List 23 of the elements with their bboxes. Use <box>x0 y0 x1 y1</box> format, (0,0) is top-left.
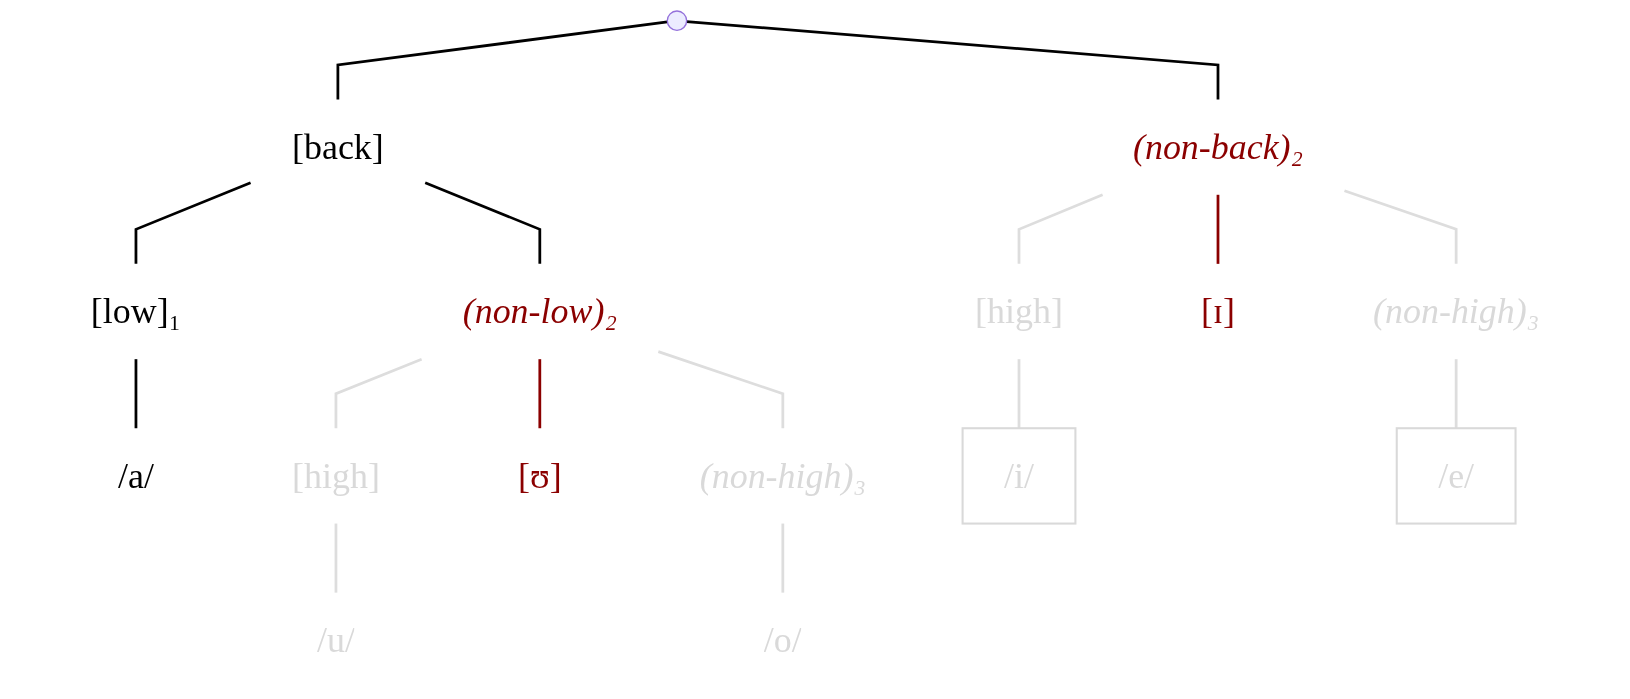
connector <box>336 20 668 100</box>
connector <box>1454 359 1458 429</box>
connector <box>538 359 542 429</box>
node-text: /a/ <box>118 455 154 496</box>
connector <box>334 357 423 429</box>
connector <box>424 181 542 264</box>
connector <box>334 523 338 593</box>
node-text: [ʊ] <box>517 455 562 496</box>
node-point <box>666 10 688 32</box>
node-text: (non-back)₂ <box>1132 127 1304 168</box>
connector <box>781 523 785 593</box>
connector <box>1017 359 1021 429</box>
node-text: [low]₁ <box>90 291 182 332</box>
connector <box>1216 194 1220 264</box>
connector <box>686 20 1220 100</box>
node-text: [back] <box>292 127 384 168</box>
connector <box>1344 189 1458 264</box>
node-text: (non-low)₂ <box>462 291 617 332</box>
connector <box>1017 193 1104 264</box>
connector <box>657 350 785 429</box>
connector <box>134 181 252 264</box>
node-text: [ɪ] <box>1201 291 1235 332</box>
connector <box>134 359 138 429</box>
